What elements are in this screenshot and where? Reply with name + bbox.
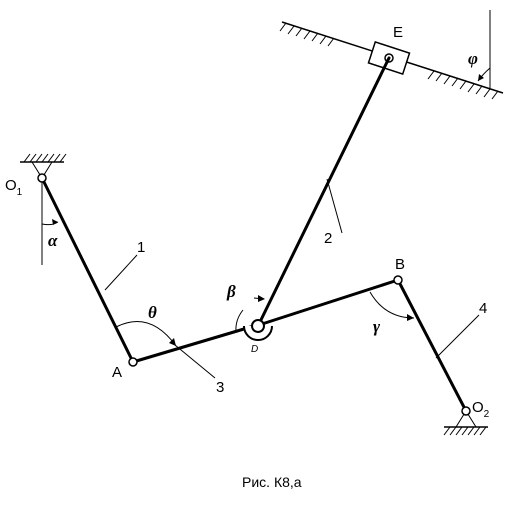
leader-4 xyxy=(435,314,480,359)
label-gamma: γ xyxy=(373,317,381,336)
leader-2 xyxy=(326,178,343,234)
label-link-3: 3 xyxy=(216,379,224,396)
label-theta: θ xyxy=(148,303,157,322)
link-2 xyxy=(256,56,391,328)
label-link-4: 4 xyxy=(479,300,487,317)
link-3 xyxy=(131,324,256,364)
label-o2: O2 xyxy=(472,399,490,420)
label-link-1: 1 xyxy=(137,239,145,256)
alpha-arrow xyxy=(52,219,58,225)
joint-d xyxy=(243,319,273,341)
leader-3 xyxy=(174,344,216,379)
figure-caption: Рис. К8,а xyxy=(242,474,302,490)
theta-arrow xyxy=(169,338,176,346)
label-b: B xyxy=(395,256,405,273)
label-beta: β xyxy=(226,282,236,301)
label-e: E xyxy=(393,24,403,41)
theta-arc xyxy=(115,321,177,347)
link-4 xyxy=(396,278,468,413)
leader-1 xyxy=(104,254,138,291)
joint-o2 xyxy=(461,406,471,416)
label-o1: O1 xyxy=(5,177,23,198)
label-phi: φ xyxy=(468,49,478,68)
beta-arc xyxy=(235,309,244,333)
link-3b xyxy=(260,278,400,326)
link-1 xyxy=(40,176,135,364)
label-alpha: α xyxy=(48,231,58,250)
label-d: D xyxy=(251,344,258,355)
beta-arrow xyxy=(258,295,265,302)
joint-o1 xyxy=(37,173,47,183)
joint-a xyxy=(128,357,138,367)
joint-b xyxy=(393,275,403,285)
label-a: A xyxy=(112,364,122,381)
label-link-2: 2 xyxy=(324,230,332,247)
gamma-arrow xyxy=(407,314,414,321)
ground-support-o2 xyxy=(443,410,488,436)
